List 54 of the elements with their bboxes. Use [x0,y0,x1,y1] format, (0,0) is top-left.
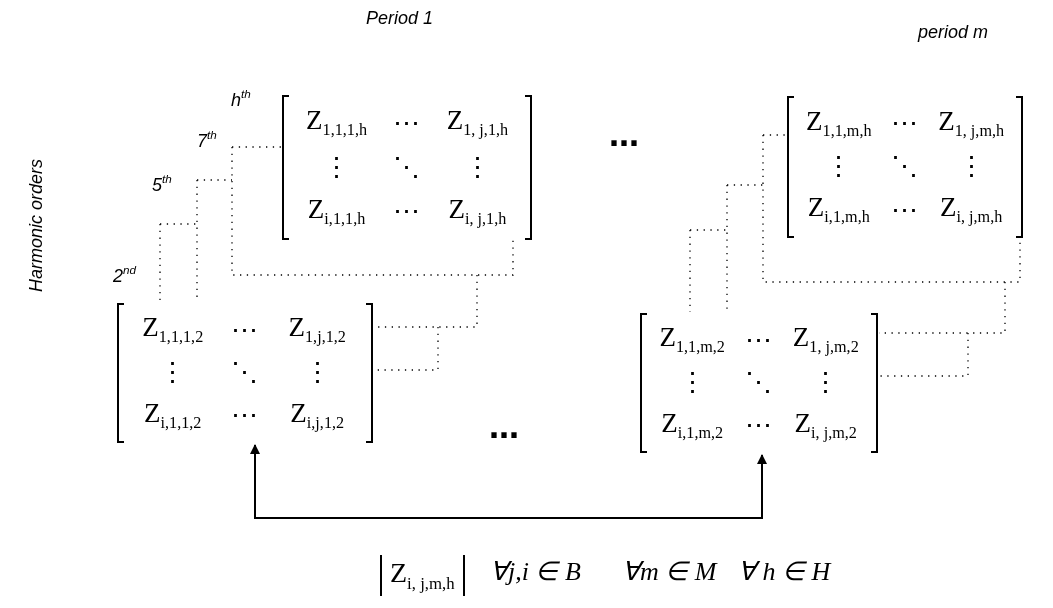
arrow [250,444,767,519]
harmonic-order-label: 2$^{nd}$ [113,263,137,288]
matrix-entry: Z$_{1, j,1,h}$ [446,107,509,139]
formula-term: Z$_{i, j,m,h}$ [380,555,465,596]
matrix-entry: Z$_{1,1,1,2}$ [142,314,204,347]
matrix-entry: Z$_{1,1,1,h}$ [306,107,368,139]
ellipsis: … [489,410,519,445]
matrix-entry: ⋱ [745,369,773,397]
matrix-entry: ⋱ [393,154,421,181]
matrix-entry: Z$_{i, j,m,h}$ [939,194,1003,227]
matrix-entry: ⋮ [303,359,331,387]
matrix-entry: ⋮ [463,154,491,181]
period-label: period m [918,22,989,43]
axis-label: Harmonic orders [26,159,47,292]
matrix-entry: ⋮ [812,369,840,397]
matrix-entry: ⋱ [231,359,259,387]
matrix-entry: Z$_{i,1,1,h}$ [307,196,366,228]
matrix-entry: Z$_{i,1,1,2}$ [144,399,202,432]
formula-condition: ∀ h ∈ H [738,556,831,587]
matrix-entry: ⋮ [678,369,706,397]
matrix [639,313,879,453]
matrix-entry: Z$_{i,1,m,h}$ [807,194,870,227]
matrix-entry: Z$_{i,1,m,2}$ [661,409,724,442]
matrix-entry: ⋮ [957,153,985,181]
matrix-entry: ⋯ [745,412,773,440]
matrix-entry: ⋯ [231,316,259,344]
matrix-entry: ⋱ [891,153,919,181]
matrix-entry: ⋯ [231,402,259,430]
matrix [281,95,533,240]
matrix-entry: Z$_{1, j,m,h}$ [938,107,1005,140]
matrix [786,96,1024,238]
formula-condition: ∀j,i ∈ B [490,556,581,587]
matrix-entry: ⋯ [745,326,773,354]
matrix-entry: Z$_{1,j,1,2}$ [288,314,346,347]
matrix-entry: Z$_{1,1,m,2}$ [659,324,725,357]
matrix-entry: ⋮ [323,154,351,181]
matrix-entry: ⋯ [891,110,919,138]
harmonic-order-label: 5$^{th}$ [152,172,172,197]
matrix-entry: Z$_{i,j,1,2}$ [290,399,345,432]
matrix [116,303,374,443]
matrix-entry: ⋮ [825,153,853,181]
matrix-entry: ⋯ [393,198,421,226]
formula-condition: ∀m ∈ M [622,556,717,587]
matrix-entry: ⋮ [159,359,187,387]
matrix-entry: ⋯ [891,196,919,224]
ellipsis: … [609,118,639,153]
harmonic-order-label: 7$^{th}$ [197,128,217,153]
matrix-entry: Z$_{i, j,1,h}$ [448,196,507,228]
matrix-entry: Z$_{i, j,m,2}$ [794,409,857,442]
matrix-entry: Z$_{1,1,m,h}$ [806,107,872,140]
harmonic-order-label: h$^{th}$ [231,87,251,112]
matrix-entry: ⋯ [393,109,421,137]
period-label: Period 1 [366,8,434,29]
matrix-entry: Z$_{1, j,m,2}$ [792,324,859,357]
